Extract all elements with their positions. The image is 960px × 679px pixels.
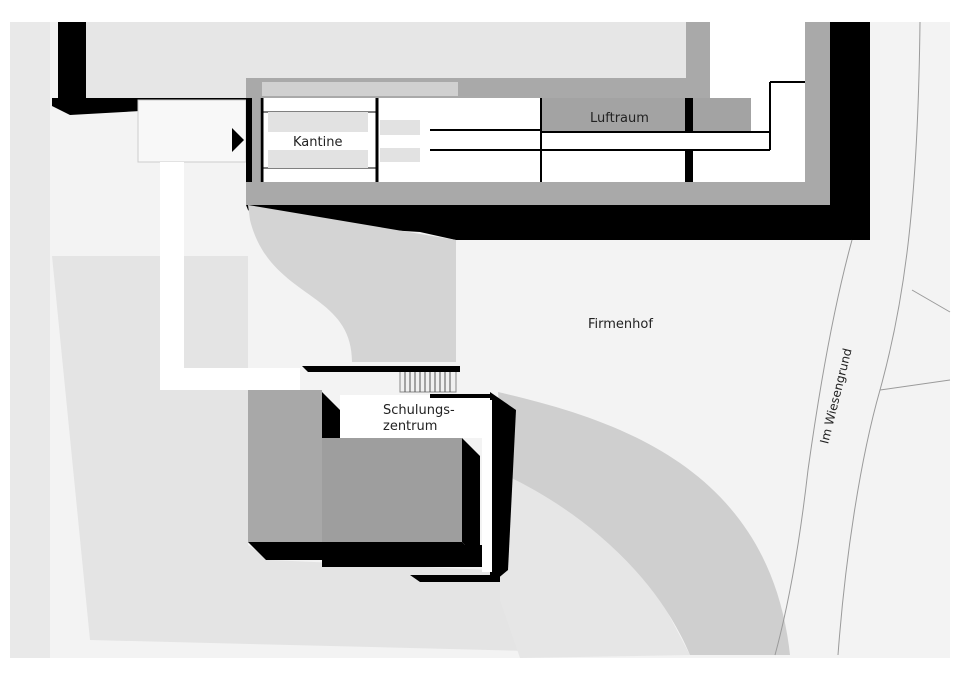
schulungszentrum-label-line1: Schulungs- (383, 403, 455, 418)
firmenhof-label: Firmenhof (588, 317, 653, 332)
east-wall-inner (855, 22, 870, 240)
training-center-roof-edge (430, 394, 492, 398)
hall-column-2 (685, 150, 693, 182)
luftraum-label: Luftraum (590, 111, 649, 126)
kantine-tables (268, 112, 420, 168)
ground-parcel-southwest (52, 256, 690, 655)
luftraum-void (541, 98, 751, 132)
left-strip (10, 22, 50, 658)
training-center-roof (248, 390, 322, 542)
training-center-wall-east (462, 438, 480, 560)
walkway (160, 162, 300, 390)
training-center-wall-west (322, 392, 340, 438)
curved-driveway (498, 392, 790, 655)
shaded-curve-north (248, 205, 456, 362)
training-center-east-lightwall (482, 400, 492, 572)
main-building-south-wall (246, 205, 852, 240)
training-center-roof-main (322, 438, 462, 542)
entrance-wall (246, 98, 252, 182)
hall-column-1 (685, 98, 693, 132)
north-wing-wall-west (58, 22, 86, 98)
connecting-stair (399, 369, 457, 393)
ground-parcel-south (500, 470, 690, 658)
street-edges (774, 21, 951, 656)
schulungszentrum-label-line2: zentrum (383, 419, 438, 434)
west-entrance-canopy (137, 99, 247, 163)
training-center-east-wing (490, 392, 516, 580)
stair-wall (302, 366, 460, 372)
schulungszentrum-label: Schulungs- zentrum (383, 403, 463, 435)
upper-right-open (710, 22, 805, 98)
kantine-label: Kantine (293, 135, 343, 150)
entrance-arrow (232, 128, 244, 152)
training-center-courtyard (340, 395, 490, 438)
training-center-base (322, 545, 482, 567)
training-center-base-east (410, 575, 500, 582)
skylight (262, 82, 458, 96)
